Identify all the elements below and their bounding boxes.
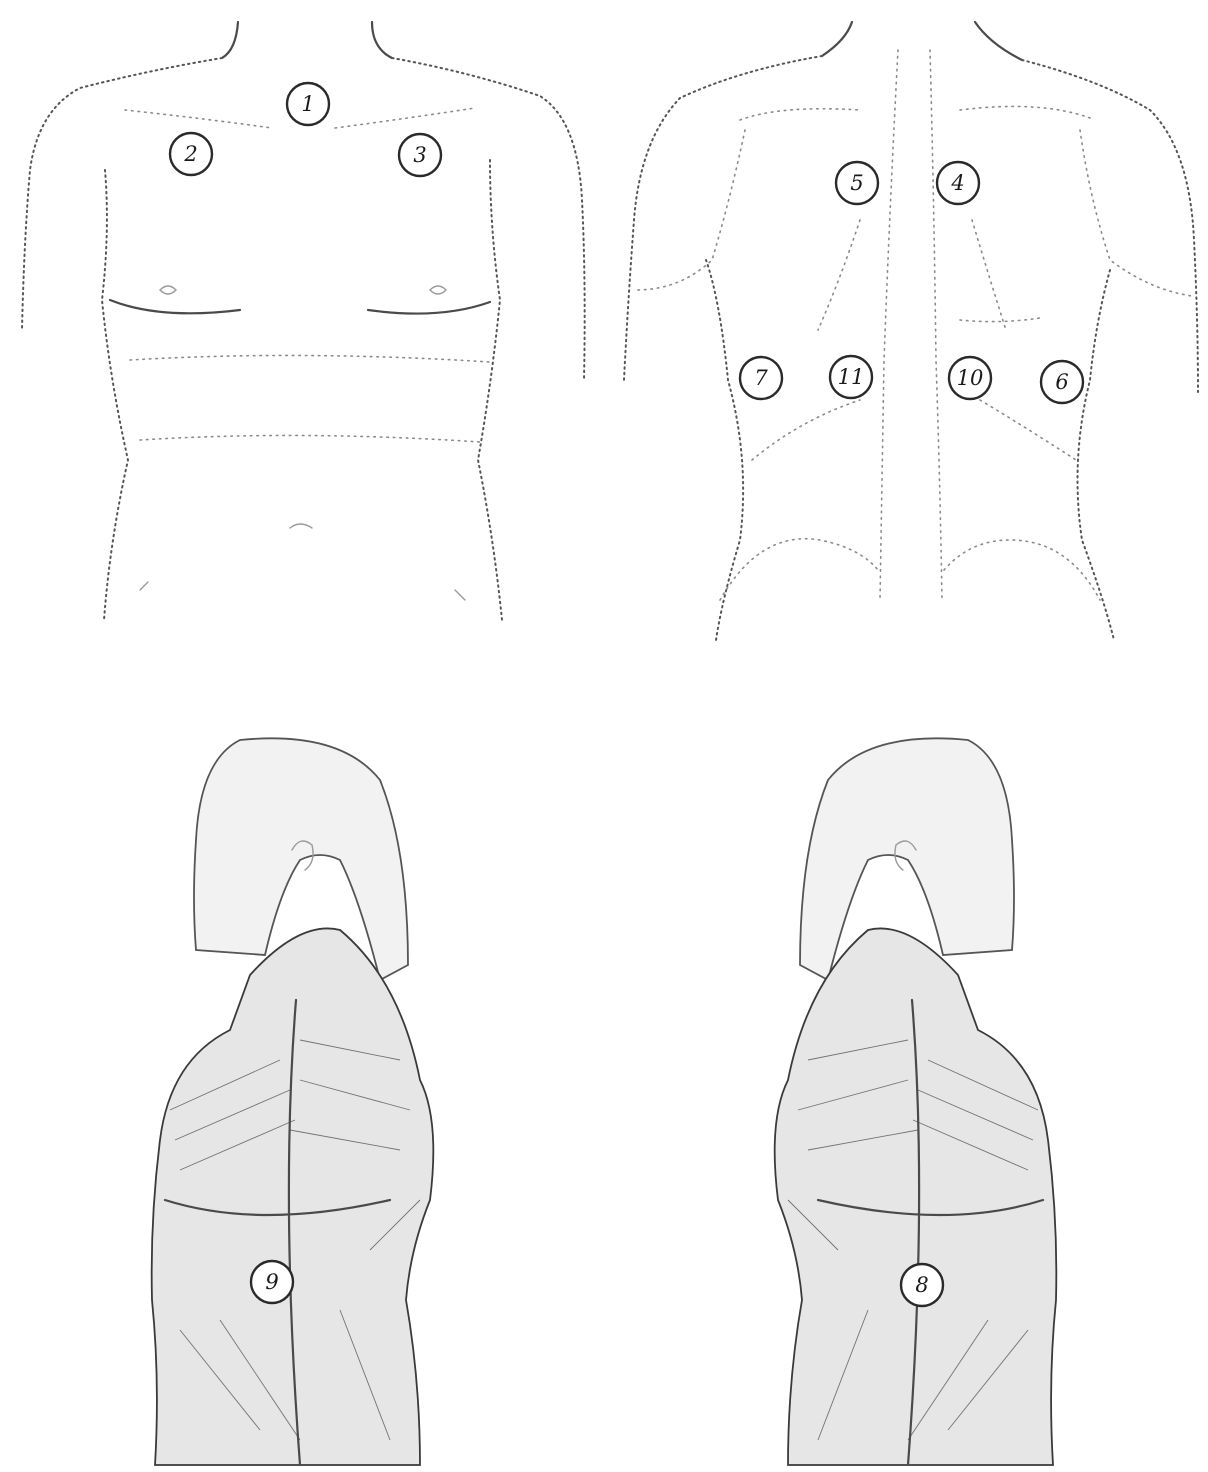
marker-10-label: 10 <box>957 366 984 390</box>
marker-6-label: 6 <box>1055 370 1068 394</box>
marker-6: 6 <box>1041 361 1083 403</box>
side-view-left-drawing <box>152 738 434 1465</box>
marker-2-label: 2 <box>183 142 197 166</box>
marker-5-label: 5 <box>850 171 863 195</box>
marker-7: 7 <box>740 357 782 399</box>
marker-3-label: 3 <box>413 143 426 167</box>
marker-10: 10 <box>949 357 991 399</box>
marker-9: 9 <box>251 1261 293 1303</box>
marker-7-label: 7 <box>754 366 768 390</box>
marker-8: 8 <box>901 1264 943 1306</box>
side-view-right-drawing <box>775 738 1057 1465</box>
marker-5: 5 <box>836 162 878 204</box>
back-torso-drawing <box>624 22 1198 640</box>
marker-2: 2 <box>170 133 212 175</box>
marker-1: 1 <box>287 83 329 125</box>
marker-4-label: 4 <box>950 171 964 195</box>
marker-11: 11 <box>830 356 872 398</box>
marker-4: 4 <box>937 162 979 204</box>
marker-3: 3 <box>399 134 441 176</box>
marker-9-label: 9 <box>265 1270 278 1294</box>
marker-8-label: 8 <box>915 1273 928 1297</box>
marker-11-label: 11 <box>838 365 865 389</box>
marker-1-label: 1 <box>301 92 314 116</box>
